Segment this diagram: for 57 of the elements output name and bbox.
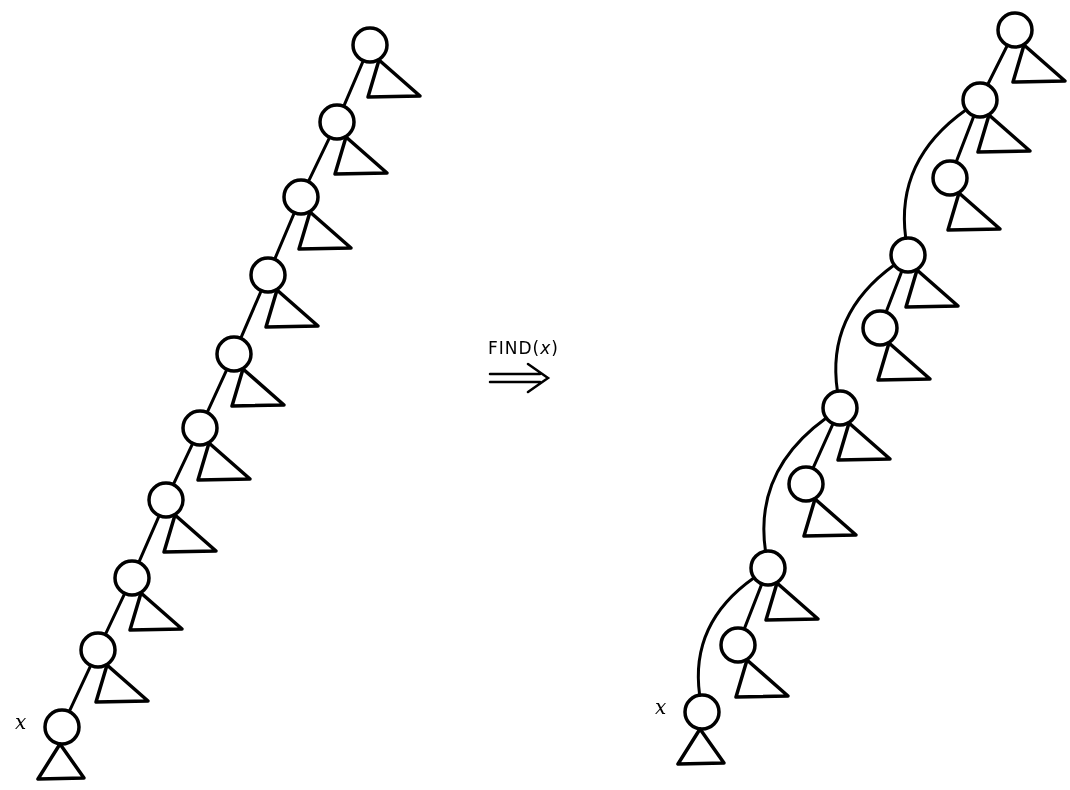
tree-node-circle (821, 389, 859, 427)
tree-edge (273, 211, 296, 261)
curved-link (902, 108, 968, 240)
subtree-triangle (35, 741, 87, 782)
curved-link (834, 263, 896, 393)
tree-node-circle (43, 708, 81, 746)
tree-edge (306, 135, 332, 184)
curved-link (762, 416, 828, 553)
subtree-triangle (675, 726, 727, 767)
tree-edge (742, 582, 764, 631)
tree-edge (342, 59, 365, 108)
tree-node-circle (79, 631, 117, 669)
tree-edge (811, 422, 835, 470)
subtree-triangle (733, 657, 791, 700)
subtree-triangle (296, 209, 354, 252)
subtree-triangle (835, 420, 893, 463)
tree-edge (986, 43, 1009, 87)
subtree-triangle (127, 590, 185, 633)
subtree-triangle (975, 112, 1033, 155)
tree-node-circle (181, 409, 219, 447)
variable-label: x (15, 712, 27, 732)
tree-node-circle (931, 159, 969, 197)
tree-node-circle (249, 256, 287, 294)
tree-edge (954, 114, 976, 164)
subtree-triangle (875, 340, 933, 383)
tree-node-circle (113, 559, 151, 597)
tree-node-circle (683, 693, 721, 731)
operation-label: FIND(x) (488, 338, 559, 358)
curved-link (696, 576, 756, 697)
tree-node-circle (961, 81, 999, 119)
tree-node-circle (215, 335, 253, 373)
tree-edge (884, 269, 904, 314)
subtree-triangle (161, 512, 219, 555)
subtree-triangle (229, 366, 287, 409)
subtree-triangle (903, 267, 961, 310)
tree-node-circle (351, 26, 389, 64)
subtree-triangle (332, 134, 390, 177)
tree-edge (239, 289, 263, 340)
subtree-triangle (1010, 42, 1068, 85)
subtree-triangle (263, 287, 321, 330)
subtree-triangle (801, 496, 859, 539)
subtree-triangle (93, 662, 151, 705)
variable-label: x (655, 697, 667, 717)
tree-node-circle (787, 465, 825, 503)
tree-node-circle (889, 236, 927, 274)
tree-node-circle (996, 11, 1034, 49)
subtree-triangle (945, 190, 1003, 233)
subtree-triangle (195, 440, 253, 483)
tree-node-circle (282, 178, 320, 216)
tree-node-circle (719, 626, 757, 664)
tree-node-circle (147, 481, 185, 519)
tree-node-circle (318, 103, 356, 141)
subtree-triangle (365, 57, 423, 100)
tree-node-circle (749, 549, 787, 587)
subtree-triangle (763, 580, 821, 623)
tree-node-circle (861, 309, 899, 347)
tree-edge (137, 514, 161, 564)
